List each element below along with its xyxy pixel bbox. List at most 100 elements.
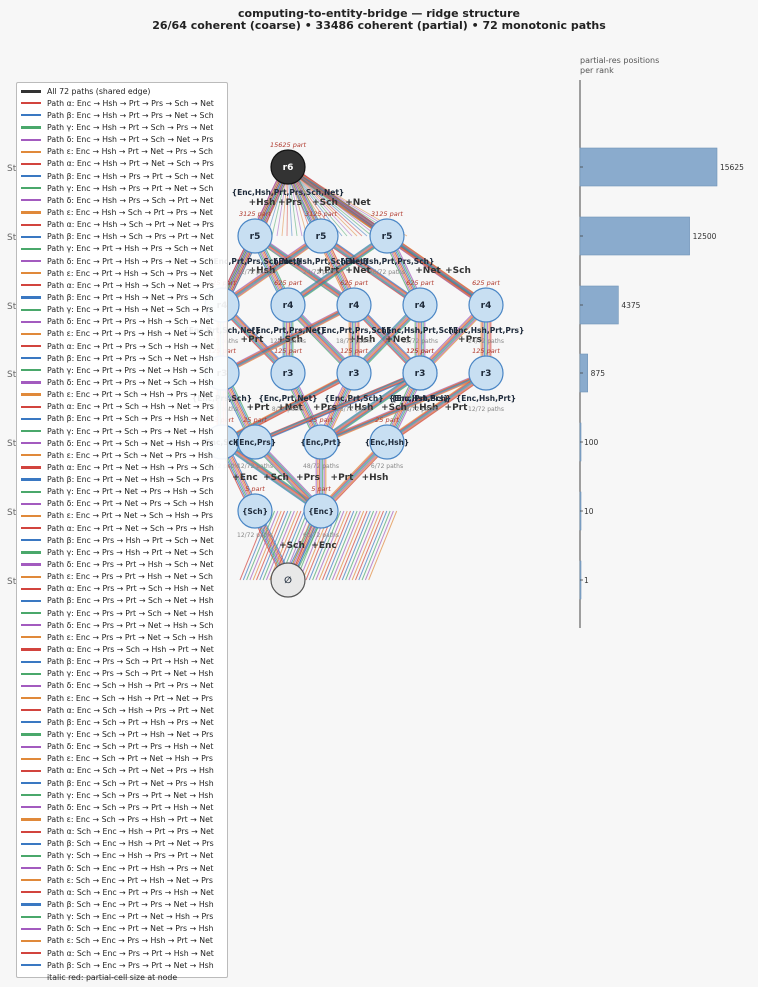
legend-label: Path α: Enc → Hsh → Prt → Prs → Sch → Ne… xyxy=(47,98,214,108)
legend-swatch xyxy=(21,830,41,833)
node-label: r5 xyxy=(316,232,327,242)
path-edge xyxy=(317,372,484,443)
rank-label: St xyxy=(7,577,17,587)
node-part-size: 625 part xyxy=(472,279,500,287)
legend-label: Path ε: Enc → Prs → Prt → Hsh → Net → Sc… xyxy=(47,572,213,582)
bar-value-label: 1 xyxy=(584,576,589,585)
legend-swatch xyxy=(21,745,41,748)
legend-swatch xyxy=(21,514,41,518)
node-part-size: 3125 part xyxy=(305,210,337,218)
edge-label: +Prs xyxy=(296,473,320,483)
legend-label: Path β: Enc → Prt → Hsh → Net → Prs → Sc… xyxy=(47,292,214,302)
legend-item: Path α: Enc → Prt → Net → Hsh → Prs → Sc… xyxy=(21,461,223,473)
path-edge xyxy=(358,510,388,581)
node-part-size: 25 part xyxy=(375,416,399,424)
legend-item: Path ε: Sch → Enc → Prs → Hsh → Prt → Ne… xyxy=(21,935,223,947)
path-edge xyxy=(385,372,485,443)
legend-label: Path ε: Enc → Sch → Prt → Net → Hsh → Pr… xyxy=(47,754,213,764)
legend-item: Path α: Sch → Enc → Prt → Prs → Hsh → Ne… xyxy=(21,886,223,898)
legend-label: Path ε: Enc → Prt → Sch → Net → Prs → Hs… xyxy=(47,450,213,460)
legend-swatch xyxy=(21,442,41,445)
node-path-count: 18/72 paths xyxy=(336,338,372,345)
legend-swatch xyxy=(21,478,41,481)
legend-label: Path α: Enc → Prt → Hsh → Sch → Net → Pr… xyxy=(47,280,214,290)
legend-item: Path β: Enc → Sch → Prt → Net → Prs → Hs… xyxy=(21,777,223,789)
path-edge xyxy=(223,235,323,306)
node-set-label: {Enc,Hsh,Prt,Prs} xyxy=(448,326,525,335)
path-edge xyxy=(287,166,373,237)
legend-swatch xyxy=(21,964,41,967)
path-edge xyxy=(253,372,419,443)
path-edge xyxy=(218,372,352,443)
legend-item: Path β: Sch → Enc → Prt → Prs → Net → Hs… xyxy=(21,898,223,910)
legend-label: Path α: Enc → Prt → Sch → Hsh → Net → Pr… xyxy=(47,402,214,412)
legend-swatch xyxy=(21,903,41,906)
legend-item: Path β: Enc → Prs → Hsh → Prt → Sch → Ne… xyxy=(21,534,223,546)
legend-swatch xyxy=(21,733,41,736)
legend-label: Path β: Enc → Sch → Prt → Hsh → Prs → Ne… xyxy=(47,717,214,727)
legend-item: Path δ: Enc → Prs → Prt → Net → Hsh → Sc… xyxy=(21,619,223,631)
legend-swatch xyxy=(21,648,41,651)
legend-swatch xyxy=(21,818,41,821)
node-part-size: 3125 part xyxy=(371,210,403,218)
legend-swatch xyxy=(21,854,41,858)
node-set-label: {Enc,Prt,Prs,Net} xyxy=(250,326,326,335)
legend-item: Path α: Sch → Enc → Hsh → Prt → Prs → Ne… xyxy=(21,826,223,838)
bar-value-label: 10 xyxy=(584,507,594,516)
legend-swatch xyxy=(21,114,41,117)
legend-swatch xyxy=(21,187,41,190)
node-label: r6 xyxy=(283,163,294,173)
legend-item: Path α: Enc → Prs → Prt → Sch → Hsh → Ne… xyxy=(21,583,223,595)
path-edge xyxy=(287,235,388,306)
legend-label: Path β: Enc → Prt → Sch → Prs → Hsh → Ne… xyxy=(47,414,214,424)
node-part-size: 125 part xyxy=(406,347,434,355)
node-set-label: {Enc,Hsh,Prt} xyxy=(456,394,516,403)
legend-label: Path δ: Enc → Hsh → Prs → Sch → Prt → Ne… xyxy=(47,195,214,205)
legend-item: Path δ: Sch → Enc → Prt → Net → Prs → Hs… xyxy=(21,923,223,935)
legend-item: Path δ: Enc → Sch → Prt → Prs → Hsh → Ne… xyxy=(21,741,223,753)
bar-value-label: 12500 xyxy=(693,232,717,241)
legend-swatch xyxy=(21,624,41,627)
legend-item: Path ε: Enc → Hsh → Sch → Prt → Prs → Ne… xyxy=(21,206,223,218)
legend-label: Path γ: Enc → Prt → Prs → Net → Hsh → Sc… xyxy=(47,365,214,375)
path-edge xyxy=(325,510,355,581)
edge-label: +Prs xyxy=(278,198,302,208)
legend-swatch xyxy=(21,757,41,760)
legend-item: Path δ: Enc → Prt → Hsh → Prs → Net → Sc… xyxy=(21,255,223,267)
legend-item: Path γ: Enc → Prt → Prs → Net → Hsh → Sc… xyxy=(21,364,223,376)
legend-swatch xyxy=(21,405,41,408)
node-part-size: 3125 part xyxy=(239,210,271,218)
node-set-label: {Enc,Prt,Sch} xyxy=(324,394,383,403)
legend-swatch xyxy=(21,223,41,226)
legend-swatch xyxy=(21,866,41,870)
path-legend: All 72 paths (shared edge)Path α: Enc → … xyxy=(16,82,228,982)
legend-swatch xyxy=(21,357,41,360)
legend-swatch xyxy=(21,697,41,700)
edge-label: +Hsh xyxy=(347,403,374,413)
bar-panel-title: partial-res positions per rank xyxy=(580,56,660,75)
edge-label: +Net xyxy=(385,335,411,345)
legend-swatch xyxy=(21,344,41,348)
legend-swatch xyxy=(21,162,41,165)
legend-label: Path α: Enc → Sch → Hsh → Prs → Prt → Ne… xyxy=(47,705,214,715)
bar-value-label: 4375 xyxy=(621,301,640,310)
legend-label: Path ε: Enc → Hsh → Prt → Net → Prs → Sc… xyxy=(47,147,213,157)
path-edge xyxy=(259,510,289,581)
node-path-count: 24/72 paths xyxy=(468,338,504,345)
legend-label: Path α: Enc → Prt → Prs → Sch → Hsh → Ne… xyxy=(47,341,214,351)
node-part-size: 5 part xyxy=(245,485,265,493)
legend-swatch xyxy=(21,296,41,299)
node-path-count: 8/72 paths xyxy=(272,406,304,413)
legend-item: Path ε: Enc → Sch → Prs → Hsh → Prt → Ne… xyxy=(21,813,223,825)
legend-item: Path ε: Enc → Prt → Sch → Hsh → Prs → Ne… xyxy=(21,389,223,401)
node-set-label: {Enc,Hsh,Prt,Prs,Sch,Net} xyxy=(232,188,345,197)
legend-item: Path ε: Enc → Prt → Net → Sch → Hsh → Pr… xyxy=(21,510,223,522)
legend-swatch xyxy=(21,393,41,396)
legend-swatch xyxy=(21,454,41,457)
edge-label: +Net xyxy=(345,266,371,276)
